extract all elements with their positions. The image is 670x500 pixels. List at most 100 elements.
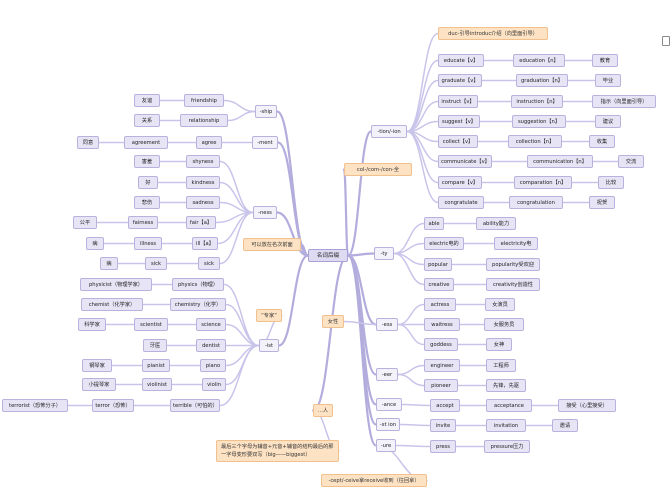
word-jianyi[interactable]: 建议 xyxy=(595,115,621,128)
word-creativity[interactable]: creativity创造性 xyxy=(486,278,540,291)
word-waitress[interactable]: waitress xyxy=(424,318,460,331)
note-female[interactable]: 女性 xyxy=(322,315,344,328)
word-haixiu[interactable]: 害羞 xyxy=(134,155,160,168)
word-creative[interactable]: creative xyxy=(424,278,454,291)
word-instruct[interactable]: instruct【v】 xyxy=(438,95,478,108)
word-biye[interactable]: 毕业 xyxy=(595,74,621,87)
word-able[interactable]: able xyxy=(424,217,444,230)
note-double-consonant[interactable]: 最后三个字母为辅音+元音+辅音的结构最后的那一字母变形要双写（big——bigg… xyxy=(216,440,339,462)
word-kexuejia[interactable]: 科学家 xyxy=(78,318,106,331)
word-sick-2[interactable]: sick xyxy=(198,257,220,270)
word-invite[interactable]: invite xyxy=(430,419,456,432)
word-friendship[interactable]: friendship xyxy=(184,94,224,107)
word-terrible[interactable]: terrible（可怕的） xyxy=(170,399,220,412)
word-suggest[interactable]: suggest【v】 xyxy=(438,115,480,128)
word-congratulate[interactable]: congratulate xyxy=(438,196,484,209)
suffix-ist[interactable]: -ist xyxy=(259,339,279,352)
word-gongchengshi[interactable]: 工程师 xyxy=(486,359,516,372)
word-gangqinjia[interactable]: 钢琴家 xyxy=(82,359,112,372)
note-person[interactable]: ...人 xyxy=(313,404,333,417)
word-jiaoyu[interactable]: 教育 xyxy=(592,54,618,67)
note-col-com-con[interactable]: col-/com-/con-全 xyxy=(344,163,412,176)
suffix-tion-ion[interactable]: -tion/-ion xyxy=(371,125,407,138)
word-ill[interactable]: ill【a】 xyxy=(192,237,218,250)
word-scientist[interactable]: scientist xyxy=(134,318,168,331)
word-nvfuwuyuan[interactable]: 女服务员 xyxy=(484,318,524,331)
word-yaoqing[interactable]: 邀请 xyxy=(552,419,578,432)
word-educate[interactable]: educate【v】 xyxy=(438,54,484,67)
note-before-noun[interactable]: 可以放在名次前面 xyxy=(243,238,301,251)
word-accept[interactable]: accept xyxy=(430,399,460,412)
word-popular[interactable]: popular xyxy=(424,258,452,271)
word-chemistry[interactable]: chemistry（化学） xyxy=(170,298,226,311)
suffix-ness[interactable]: -ness xyxy=(253,206,277,219)
word-bing2[interactable]: 病 xyxy=(100,257,118,270)
word-sick-1[interactable]: sick xyxy=(145,257,167,270)
word-nvyanyuan[interactable]: 女演员 xyxy=(485,298,515,311)
word-goddess[interactable]: goddess xyxy=(424,338,458,351)
word-zhishi[interactable]: 指示（向里面引导） xyxy=(592,95,656,108)
word-fair[interactable]: fair【a】 xyxy=(186,216,216,229)
word-qinghe[interactable]: 祝贺 xyxy=(589,196,615,209)
word-collection[interactable]: collection【n】 xyxy=(508,135,562,148)
word-yaya[interactable]: 牙医 xyxy=(143,339,167,352)
word-gongping[interactable]: 公平 xyxy=(73,216,97,229)
word-instruction[interactable]: instruction【n】 xyxy=(511,95,563,108)
word-pianist[interactable]: pianist xyxy=(142,359,170,372)
word-dentist[interactable]: dentist xyxy=(196,339,226,352)
word-collect[interactable]: collect【v】 xyxy=(438,135,478,148)
word-popularity[interactable]: popularity受欢迎 xyxy=(486,258,540,271)
suffix-st-ion[interactable]: -st ion xyxy=(376,418,400,431)
word-graduation[interactable]: graduation【n】 xyxy=(516,74,568,87)
word-terror[interactable]: terror（恐怖） xyxy=(92,399,134,412)
window-side-icon[interactable] xyxy=(662,36,670,46)
word-bijiao[interactable]: 比较 xyxy=(598,176,624,189)
word-shyness[interactable]: shyness xyxy=(186,155,220,168)
word-sadness[interactable]: sadness xyxy=(186,196,220,209)
suffix-ment[interactable]: -ment xyxy=(252,136,278,149)
word-terrorist[interactable]: terrorist（恐怖分子） xyxy=(2,399,68,412)
word-electric[interactable]: electric电的 xyxy=(424,237,464,250)
word-illness[interactable]: illness xyxy=(134,237,162,250)
word-congratulation[interactable]: congratulation xyxy=(509,196,563,209)
word-agree[interactable]: agree xyxy=(196,136,222,149)
note-duc[interactable]: duc-引导introduc介绍（向里面引导） xyxy=(438,27,548,40)
word-compare[interactable]: compare【v】 xyxy=(438,176,482,189)
word-hao[interactable]: 好 xyxy=(138,176,158,189)
word-suggestion[interactable]: suggestion【n】 xyxy=(512,115,566,128)
word-ability[interactable]: ability能力 xyxy=(476,217,516,230)
word-science[interactable]: science xyxy=(196,318,226,331)
suffix-ance[interactable]: -ance xyxy=(376,398,402,411)
word-piano[interactable]: piano xyxy=(200,359,226,372)
word-tongyi[interactable]: 同意 xyxy=(77,136,99,149)
word-communicate[interactable]: communicate【v】 xyxy=(438,155,492,168)
word-shouji[interactable]: 收集 xyxy=(589,135,615,148)
word-beishang[interactable]: 悲伤 xyxy=(134,196,160,209)
suffix-ship[interactable]: -ship xyxy=(255,105,277,118)
word-nvshen[interactable]: 女神 xyxy=(486,338,512,351)
word-comparation[interactable]: comparation【n】 xyxy=(514,176,572,189)
word-electricity[interactable]: electricity电 xyxy=(494,237,538,250)
word-agreement[interactable]: agreement xyxy=(124,136,168,149)
word-guanxi[interactable]: 关系 xyxy=(134,114,160,127)
word-communication[interactable]: communication【n】 xyxy=(527,155,593,168)
suffix-ess[interactable]: -ess xyxy=(376,318,398,331)
word-xiaotiqinjia[interactable]: 小提琴家 xyxy=(82,378,116,391)
word-violin[interactable]: violin xyxy=(202,378,226,391)
word-kindness[interactable]: kindness xyxy=(186,176,220,189)
word-physicist[interactable]: physicist（物理学家） xyxy=(80,278,152,291)
word-youyi[interactable]: 友谊 xyxy=(134,94,160,107)
suffix-eer[interactable]: -eer xyxy=(376,368,398,381)
word-chemist[interactable]: chemist（化学家） xyxy=(81,298,143,311)
word-xianfeng[interactable]: 先锋，先驱 xyxy=(486,379,526,392)
word-bing[interactable]: 病 xyxy=(86,237,104,250)
suffix-ty[interactable]: -ty xyxy=(374,247,394,260)
word-press[interactable]: press xyxy=(430,440,456,453)
word-jieshou[interactable]: 接受（心里接受） xyxy=(558,399,616,412)
note-expert[interactable]: “专家” xyxy=(256,309,282,322)
word-education[interactable]: education【n】 xyxy=(513,54,565,67)
word-actress[interactable]: actress xyxy=(424,298,456,311)
word-jiaoliu[interactable]: 交流 xyxy=(618,155,644,168)
suffix-ure[interactable]: -ure xyxy=(376,439,396,452)
center-topic[interactable]: 名词后缀 xyxy=(308,249,348,262)
